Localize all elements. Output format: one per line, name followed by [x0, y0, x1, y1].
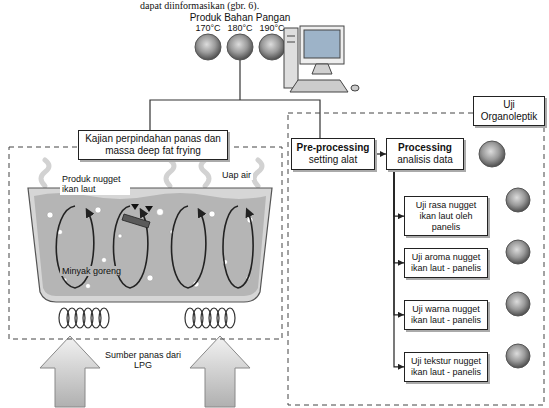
- figure-label: Produk nugget ikan laut: [60, 174, 130, 195]
- figure-label: Sumber panas dari LPG: [100, 350, 186, 371]
- box-heading: Pre-processing: [296, 142, 370, 154]
- heat-arrows: [40, 336, 250, 407]
- computer-icon: [284, 26, 359, 92]
- process-box: Uji aroma nugget ikan laut - panelis: [404, 248, 488, 278]
- figure-label: 180°C: [225, 23, 255, 33]
- box-text: setting alat: [296, 154, 370, 166]
- dashed-region: Kajian perpindahan panas dan massa deep …: [8, 130, 283, 340]
- box-text: analisis data: [391, 154, 459, 166]
- figure-label: Produk Bahan Pangan: [188, 12, 292, 24]
- box-text: Uji rasa nugget ikan laut oleh panelis: [409, 200, 483, 232]
- process-box: Processinganalisis data: [386, 138, 464, 170]
- region-heading: Uji Organoleptik: [473, 96, 545, 126]
- dashed-border: [288, 113, 544, 405]
- figure-label: 190°C: [257, 23, 287, 33]
- burner-coils: [59, 308, 235, 328]
- process-box: Uji warna nugget ikan laut - panelis: [404, 300, 488, 330]
- flow-arrow: [394, 170, 404, 216]
- box-text: Uji aroma nugget ikan laut - panelis: [409, 252, 483, 274]
- figure-label: Uap air: [220, 170, 253, 180]
- flow-arrow: [394, 170, 404, 315]
- region-heading: Kajian perpindahan panas dan massa deep …: [78, 130, 228, 160]
- page-text: dapat diinformasikan (gbr. 6).: [140, 0, 259, 12]
- process-box: Pre-processingsetting alat: [291, 138, 375, 170]
- dashed-border: [9, 147, 282, 339]
- flow-arrow: [375, 153, 386, 154]
- flow-arrow: [394, 170, 404, 367]
- figure-label: 170°C: [193, 23, 223, 33]
- dashed-region: Pre-processingsetting alat Processinganal…: [287, 96, 545, 406]
- box-heading: Processing: [391, 142, 459, 154]
- process-box: Uji tekstur nugget ikan laut - panelis: [404, 352, 488, 382]
- process-box: Uji rasa nugget ikan laut oleh panelis: [404, 196, 488, 236]
- box-text: Uji tekstur nugget ikan laut - panelis: [409, 356, 483, 378]
- box-text: Uji warna nugget ikan laut - panelis: [409, 304, 483, 326]
- figure-label: Minyak goreng: [60, 266, 123, 276]
- flow-arrow: [394, 170, 404, 263]
- frying-pan: [28, 188, 272, 302]
